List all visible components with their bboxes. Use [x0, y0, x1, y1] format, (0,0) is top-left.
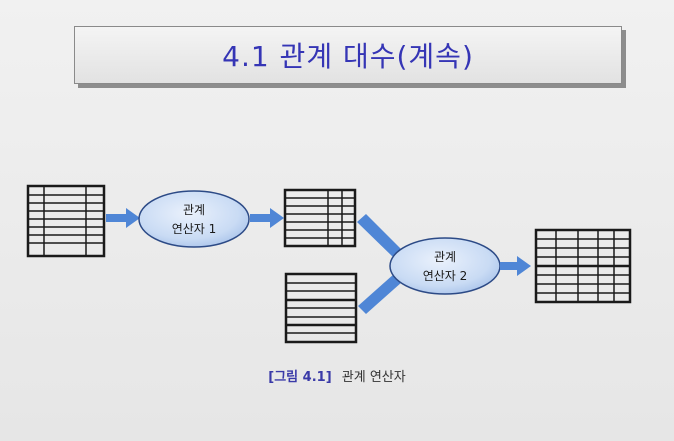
- operator-1-ellipse: [138, 190, 250, 248]
- arrow-icon: [357, 214, 402, 258]
- output-relation-table: [534, 228, 632, 304]
- arrow-icon: [250, 208, 284, 228]
- arrow-icon: [500, 256, 531, 276]
- arrow-icon: [106, 208, 140, 228]
- figure-caption-text: 관계 연산자: [341, 370, 406, 385]
- figure-caption: [그림 4.1] 관계 연산자: [0, 366, 674, 385]
- operator-2-label-line1: 관계: [434, 250, 456, 264]
- operator-2-label-line2: 연산자 2: [423, 269, 468, 283]
- operator-2-ellipse: [389, 237, 501, 295]
- intermediate-relation-table: [283, 188, 357, 248]
- slide-title-box: 4.1 관계 대수(계속): [74, 26, 622, 84]
- arrow-icon: [358, 274, 402, 314]
- operator-1-label-line1: 관계: [183, 203, 205, 217]
- slide-title: 4.1 관계 대수(계속): [222, 40, 474, 73]
- second-input-relation-table: [284, 272, 358, 344]
- operator-1-label-line2: 연산자 1: [172, 222, 217, 236]
- figure-number: [그림 4.1]: [268, 370, 332, 385]
- input-relation-table: [26, 184, 106, 258]
